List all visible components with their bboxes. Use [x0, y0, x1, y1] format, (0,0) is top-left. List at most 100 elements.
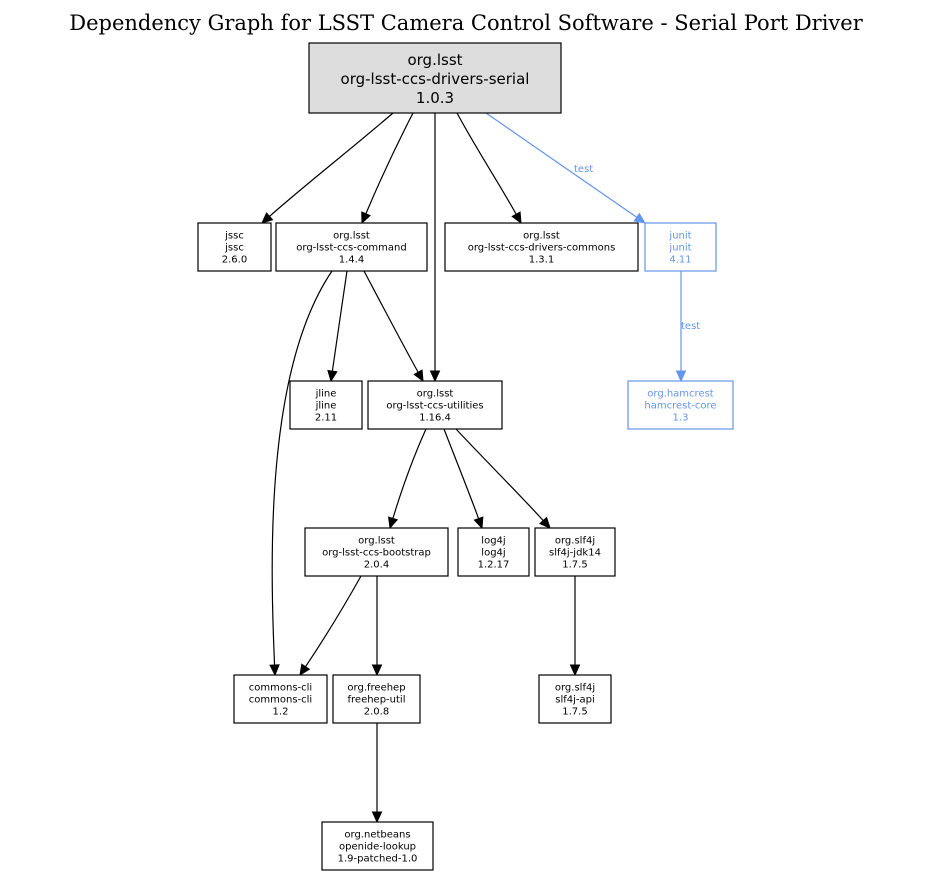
node-artifact: hamcrest-core: [644, 401, 716, 412]
node-box: [534, 527, 616, 577]
node-artifact: freehep-util: [348, 695, 406, 706]
node-commons[interactable]: org.lsstorg-lsst-ccs-drivers-commons1.3.…: [444, 222, 639, 272]
edge-bootstrap-to-cli: [299, 575, 362, 677]
edge-utilities-to-bootstrap: [387, 428, 427, 530]
node-box: [197, 222, 272, 272]
arrowhead-icon: [413, 369, 424, 383]
node-artifact: junit: [668, 243, 691, 254]
node-box: [627, 380, 734, 430]
edge-line: [485, 112, 638, 218]
arrowhead-icon: [299, 663, 311, 677]
node-artifact: org-lsst-ccs-drivers-serial: [341, 70, 530, 88]
edge-label: test: [681, 321, 700, 332]
node-group: org.freehep: [347, 683, 405, 694]
node-group: org.slf4j: [555, 536, 595, 547]
arrowhead-icon: [539, 516, 551, 529]
edge-utilities-to-log4j: [443, 428, 484, 530]
arrowhead-icon: [371, 811, 383, 824]
node-openide[interactable]: org.netbeansopenide-lookup1.9-patched-1.…: [321, 821, 434, 871]
node-artifact: log4j: [481, 548, 505, 559]
edges-layer: test test: [261, 112, 700, 824]
arrowhead-icon: [371, 664, 383, 677]
node-group: org.hamcrest: [647, 389, 714, 400]
node-group: org.slf4j: [555, 683, 595, 694]
node-group: org.lsst: [407, 51, 462, 69]
arrowhead-icon: [327, 369, 338, 383]
node-group: org.netbeans: [344, 830, 410, 841]
node-artifact: openide-lookup: [339, 842, 416, 853]
edge-line: [392, 428, 427, 519]
arrowhead-icon: [473, 516, 484, 530]
edge-line: [305, 575, 362, 668]
node-group: commons-cli: [249, 683, 312, 694]
edge-label: test: [574, 164, 593, 175]
node-version: 1.3.1: [529, 255, 554, 266]
arrowhead-icon: [261, 212, 274, 224]
arrowhead-icon: [269, 664, 280, 677]
node-version: 1.7.5: [562, 560, 587, 571]
node-group: org.lsst: [358, 536, 395, 547]
edge-junit-to-hamcrest: test: [675, 270, 700, 383]
node-box: [538, 674, 612, 724]
node-artifact: jssc: [224, 243, 244, 254]
node-box: [233, 674, 328, 724]
edge-command-to-cli: [269, 270, 333, 677]
arrowhead-icon: [387, 516, 399, 530]
node-box: [321, 821, 434, 871]
node-box: [644, 222, 717, 272]
node-version: 1.16.4: [419, 413, 451, 424]
node-version: 1.0.3: [416, 89, 454, 107]
edge-root-to-utilities: [429, 113, 441, 383]
node-group: log4j: [481, 536, 505, 547]
node-box: [308, 42, 562, 114]
node-box: [304, 527, 449, 577]
node-box: [332, 674, 421, 724]
node-artifact: slf4j-api: [555, 695, 595, 706]
node-version: 1.2: [273, 707, 289, 718]
node-box: [275, 222, 428, 272]
node-version: 1.2.17: [478, 560, 510, 571]
node-version: 1.7.5: [562, 707, 587, 718]
arrowhead-icon: [569, 664, 581, 677]
node-version: 1.3: [673, 413, 689, 424]
node-version: 2.0.4: [364, 560, 389, 571]
node-artifact: commons-cli: [249, 695, 312, 706]
arrowhead-icon: [511, 211, 522, 225]
edge-line: [456, 112, 517, 215]
node-group: org.lsst: [417, 389, 454, 400]
node-group: junit: [668, 231, 691, 242]
edge-line: [331, 270, 348, 372]
node-artifact: org-lsst-ccs-drivers-commons: [468, 243, 616, 254]
node-group: jline: [315, 389, 337, 400]
edge-root-to-jssc: [261, 112, 394, 224]
edge-bootstrap-to-freehep: [371, 576, 383, 677]
arrowhead-icon: [361, 211, 371, 225]
node-box: [367, 380, 503, 430]
node-group: org.lsst: [333, 231, 370, 242]
edge-line: [365, 112, 414, 215]
node-artifact: slf4j-jdk14: [549, 548, 601, 559]
graph-title: Dependency Graph for LSST Camera Control…: [69, 11, 863, 35]
nodes-layer: org.lsstorg-lsst-ccs-drivers-serial1.0.3…: [197, 42, 734, 871]
edge-line: [271, 270, 333, 666]
node-artifact: jline: [315, 401, 337, 412]
edge-root-to-command: [361, 112, 414, 225]
node-version: 1.9-patched-1.0: [338, 854, 418, 865]
node-version: 2.11: [315, 413, 337, 424]
edge-line: [269, 112, 394, 217]
node-version: 4.11: [669, 255, 691, 266]
